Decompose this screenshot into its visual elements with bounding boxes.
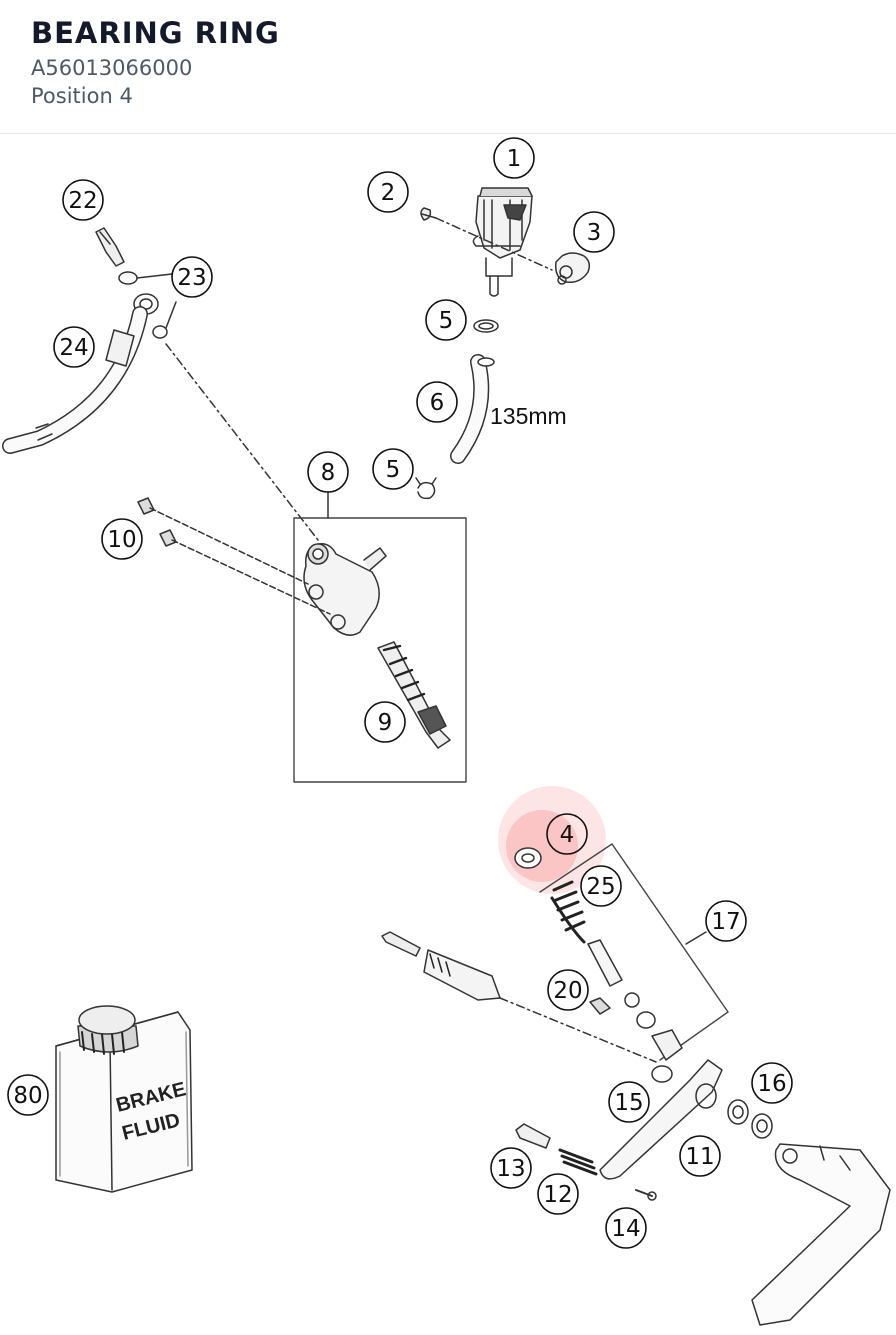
master-cylinder-assembly — [137, 489, 467, 783]
callout-1[interactable]: 1 — [493, 137, 535, 179]
svg-text:1: 1 — [507, 146, 522, 172]
svg-text:9: 9 — [378, 710, 393, 736]
brake-pedal-assembly — [381, 843, 891, 1326]
exploded-parts-diagram: BRAKE FLUID 135mm 1 2 3 4 5 5 6 8 9 10 1… — [0, 135, 896, 1335]
svg-text:25: 25 — [586, 874, 615, 900]
callout-4[interactable]: 4 — [546, 813, 588, 855]
svg-text:16: 16 — [757, 1071, 786, 1097]
part-4-highlight — [498, 786, 606, 894]
part-header: BEARING RING A56013066000 Position 4 — [0, 0, 896, 134]
part-number: A56013066000 — [31, 56, 193, 80]
svg-text:10: 10 — [107, 527, 136, 553]
callout-9[interactable]: 9 — [364, 701, 406, 743]
callout-12[interactable]: 12 — [537, 1173, 579, 1215]
callout-22[interactable]: 22 — [62, 179, 104, 221]
callout-24[interactable]: 24 — [53, 326, 95, 368]
svg-text:5: 5 — [386, 457, 401, 483]
svg-text:13: 13 — [496, 1156, 525, 1182]
callout-3[interactable]: 3 — [573, 211, 615, 253]
svg-text:4: 4 — [560, 822, 575, 848]
callout-11[interactable]: 11 — [679, 1135, 721, 1177]
reservoir-assembly — [420, 187, 591, 297]
callout-5-lower[interactable]: 5 — [372, 448, 414, 490]
svg-text:17: 17 — [711, 909, 740, 935]
callout-6[interactable]: 6 — [416, 381, 458, 423]
svg-text:14: 14 — [611, 1216, 640, 1242]
svg-text:80: 80 — [13, 1083, 42, 1109]
svg-text:11: 11 — [685, 1144, 714, 1170]
callout-14[interactable]: 14 — [605, 1207, 647, 1249]
callout-23[interactable]: 23 — [171, 256, 213, 298]
svg-text:12: 12 — [543, 1182, 572, 1208]
hose-clamp-lower — [415, 477, 437, 500]
callout-80[interactable]: 80 — [7, 1074, 49, 1116]
svg-text:24: 24 — [59, 335, 88, 361]
svg-text:23: 23 — [177, 265, 206, 291]
svg-text:15: 15 — [614, 1090, 643, 1116]
hose-clamp-upper — [473, 319, 499, 333]
callout-2[interactable]: 2 — [367, 171, 409, 213]
callout-5-upper[interactable]: 5 — [425, 299, 467, 341]
callout-17[interactable]: 17 — [705, 900, 747, 942]
callout-10[interactable]: 10 — [101, 518, 143, 560]
svg-text:20: 20 — [553, 978, 582, 1004]
callout-15[interactable]: 15 — [608, 1081, 650, 1123]
svg-text:22: 22 — [68, 188, 97, 214]
callout-13[interactable]: 13 — [490, 1147, 532, 1189]
part-position: Position 4 — [31, 84, 133, 108]
svg-text:6: 6 — [430, 390, 445, 416]
svg-text:5: 5 — [439, 308, 454, 334]
svg-text:2: 2 — [381, 180, 396, 206]
callout-16[interactable]: 16 — [751, 1062, 793, 1104]
brake-line-assembly — [2, 227, 319, 541]
callout-20[interactable]: 20 — [547, 969, 589, 1011]
hose-length-label: 135mm — [490, 403, 567, 429]
callout-25[interactable]: 25 — [580, 865, 622, 907]
svg-text:3: 3 — [587, 220, 602, 246]
callout-8[interactable]: 8 — [307, 451, 349, 493]
part-title: BEARING RING — [31, 16, 280, 50]
reservoir-hose — [450, 354, 495, 464]
svg-text:8: 8 — [321, 460, 336, 486]
brake-fluid-bottle: BRAKE FLUID — [55, 1005, 193, 1193]
